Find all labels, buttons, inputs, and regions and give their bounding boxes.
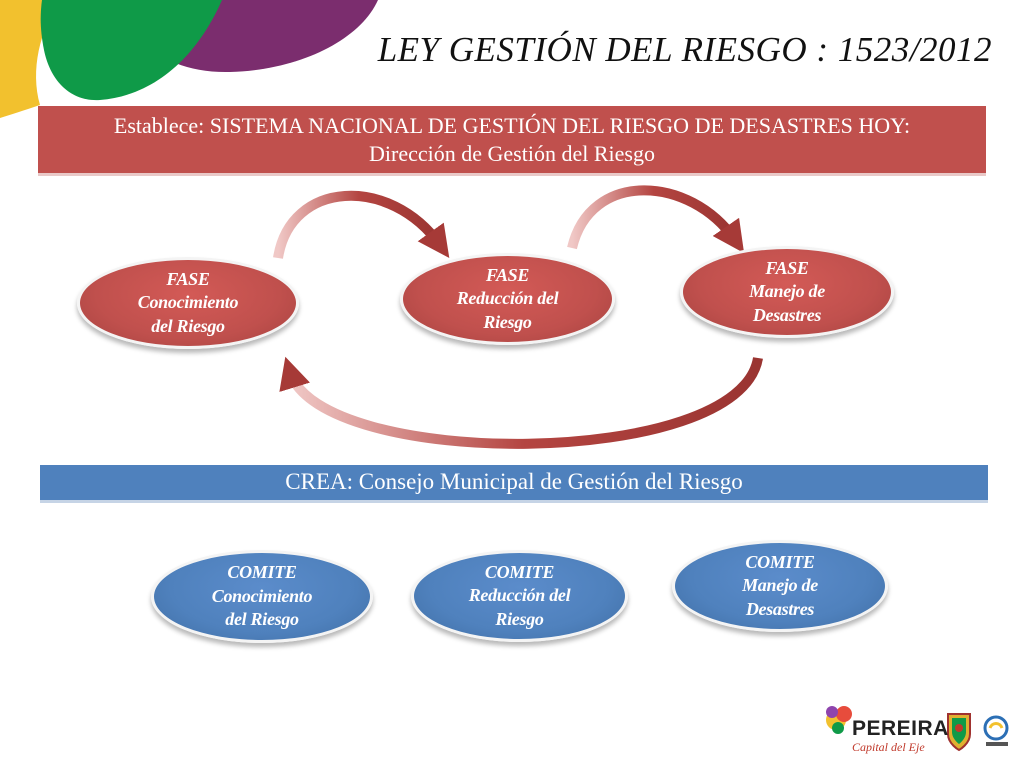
fase-reduccion: FASE Reducción del Riesgo	[400, 253, 615, 345]
comite-conocimiento-line-3: del Riesgo	[225, 609, 299, 630]
comite-manejo-line-3: Desastres	[745, 598, 815, 619]
comite-conocimiento-line-1: COMITE	[227, 562, 297, 583]
comite-conocimiento-line-2: Conocimiento	[211, 585, 313, 606]
fase-manejo-line-3: Desastres	[752, 304, 822, 325]
pereira-flame-icon	[826, 706, 852, 734]
comite-reduccion-line-2: Reducción del	[468, 585, 571, 606]
comite-manejo: COMITE Manejo de Desastres	[672, 540, 888, 632]
green-shape	[40, 0, 222, 101]
pereira-logo-tagline: Capital del Eje	[852, 740, 925, 754]
fase-conocimiento: FASE Conocimiento del Riesgo	[77, 257, 299, 349]
corner-decoration	[0, 0, 378, 118]
banner-line-1: Establece: SISTEMA NACIONAL DE GESTIÓN D…	[113, 113, 911, 138]
comite-conocimiento: COMITE Conocimiento del Riesgo	[151, 550, 373, 643]
fase-conocimiento-line-2: Conocimiento	[137, 292, 239, 313]
pereira-logo-name: PEREIRA	[852, 717, 949, 740]
banner-sistema-nacional: Establece: SISTEMA NACIONAL DE GESTIÓN D…	[38, 106, 986, 176]
fase-conocimiento-line-3: del Riesgo	[151, 315, 225, 336]
arrow-manejo-to-conocimiento	[279, 356, 763, 449]
arrow-reduccion-to-manejo	[567, 185, 745, 254]
comite-reduccion: COMITE Reducción del Riesgo	[411, 550, 628, 642]
comite-manejo-line-1: COMITE	[745, 551, 815, 572]
banner-mid-text: CREA: Consejo Municipal de Gestión del R…	[285, 469, 743, 495]
fase-reduccion-line-2: Reducción del	[456, 288, 559, 309]
certification-icon	[983, 715, 1009, 746]
comite-manejo-line-2: Manejo de	[742, 575, 818, 596]
shield-crest-icon	[947, 713, 971, 752]
comite-reduccion-line-3: Riesgo	[495, 608, 544, 629]
arrow-conocimiento-to-reduccion	[273, 190, 450, 259]
fase-manejo-line-2: Manejo de	[749, 281, 825, 302]
yellow-shape	[0, 0, 60, 118]
fase-manejo: FASE Manejo de Desastres	[680, 246, 894, 338]
fase-reduccion-line-1: FASE	[485, 264, 530, 285]
page-title: LEY GESTIÓN DEL RIESGO : 1523/2012	[377, 30, 992, 69]
comite-reduccion-line-1: COMITE	[484, 561, 555, 582]
fase-conocimiento-line-1: FASE	[166, 268, 210, 289]
banner-line-2: Dirección de Gestión del Riesgo	[369, 140, 655, 166]
footer-logos	[826, 706, 1009, 752]
fase-manejo-line-1: FASE	[765, 257, 809, 278]
fase-reduccion-line-3: Riesgo	[483, 311, 532, 332]
banner-consejo-municipal: CREA: Consejo Municipal de Gestión del R…	[40, 465, 988, 503]
